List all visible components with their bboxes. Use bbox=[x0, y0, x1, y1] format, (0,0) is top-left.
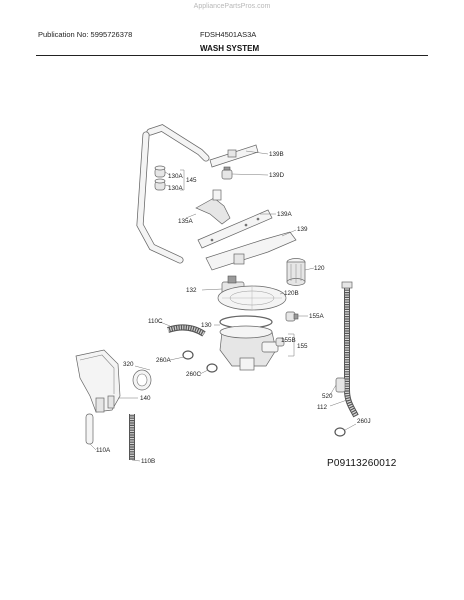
part-label-260j: 260J bbox=[357, 418, 371, 425]
clamp-260c[interactable] bbox=[206, 363, 218, 373]
part-label-130: 130 bbox=[201, 322, 212, 329]
part-label-520: 520 bbox=[322, 393, 333, 400]
diagram-reference-code: P09113260012 bbox=[327, 458, 397, 469]
part-label-120: 120 bbox=[314, 265, 325, 272]
lower-spray-arm-139[interactable] bbox=[205, 231, 297, 271]
hose-110c[interactable] bbox=[167, 324, 206, 337]
part-label-135a: 135A bbox=[178, 218, 194, 225]
header-rule bbox=[36, 55, 428, 56]
section-title: WASH SYSTEM bbox=[200, 44, 260, 53]
clamp-260j[interactable] bbox=[334, 427, 346, 437]
part-label-145: 145 bbox=[186, 177, 197, 184]
fine-filter-120b[interactable] bbox=[217, 285, 287, 311]
part-label-139a: 139A bbox=[277, 211, 293, 218]
nozzle-130a-upper[interactable] bbox=[154, 165, 166, 178]
part-label-120b: 120B bbox=[284, 290, 299, 297]
leader-lines bbox=[89, 150, 357, 462]
tube-110a[interactable] bbox=[85, 413, 94, 445]
part-label-139: 139 bbox=[297, 226, 308, 233]
part-label-139b: 139B bbox=[269, 151, 284, 158]
top-spray-arm-139b[interactable] bbox=[209, 144, 259, 168]
part-label-130a-upper: 130A bbox=[168, 173, 184, 180]
nozzle-130a-lower[interactable] bbox=[154, 178, 166, 191]
hose-adapter-520[interactable] bbox=[335, 377, 346, 393]
model-number: FDSH4501AS3A bbox=[200, 30, 257, 39]
part-label-260c: 260C bbox=[186, 371, 202, 378]
seal-ring-320[interactable] bbox=[132, 369, 152, 391]
watermark: AppliancePartsPros.com bbox=[193, 3, 271, 10]
sump-assembly-155[interactable] bbox=[219, 325, 279, 371]
clamp-260a[interactable] bbox=[182, 350, 194, 360]
part-label-140: 140 bbox=[140, 395, 151, 402]
part-label-110c: 110C bbox=[148, 318, 163, 325]
spray-arm-mount-135a[interactable] bbox=[195, 189, 231, 225]
pump-part-155b[interactable] bbox=[275, 337, 285, 347]
part-label-110a: 110A bbox=[96, 447, 111, 454]
spray-arm-hub-139d[interactable] bbox=[221, 166, 233, 180]
pump-part-155a[interactable] bbox=[285, 311, 299, 322]
air-break-140[interactable] bbox=[75, 349, 121, 413]
middle-spray-arm-139a[interactable] bbox=[197, 209, 273, 249]
publication-number: Publication No: 5995726378 bbox=[38, 30, 133, 39]
part-label-112: 112 bbox=[317, 404, 328, 411]
part-label-139d: 139D bbox=[269, 172, 285, 179]
part-label-155a: 155A bbox=[309, 313, 325, 320]
filter-120[interactable] bbox=[286, 258, 306, 286]
part-label-155b: 155B bbox=[281, 337, 296, 344]
drain-hose-112[interactable] bbox=[341, 281, 359, 418]
part-label-260a: 260A bbox=[156, 357, 172, 364]
part-label-132: 132 bbox=[186, 287, 197, 294]
part-label-130a-lower: 130A bbox=[168, 185, 184, 192]
part-label-320: 320 bbox=[123, 361, 134, 368]
upper-supply-tube[interactable] bbox=[136, 124, 210, 264]
part-label-110b: 110B bbox=[141, 458, 155, 465]
part-label-155: 155 bbox=[297, 343, 308, 350]
